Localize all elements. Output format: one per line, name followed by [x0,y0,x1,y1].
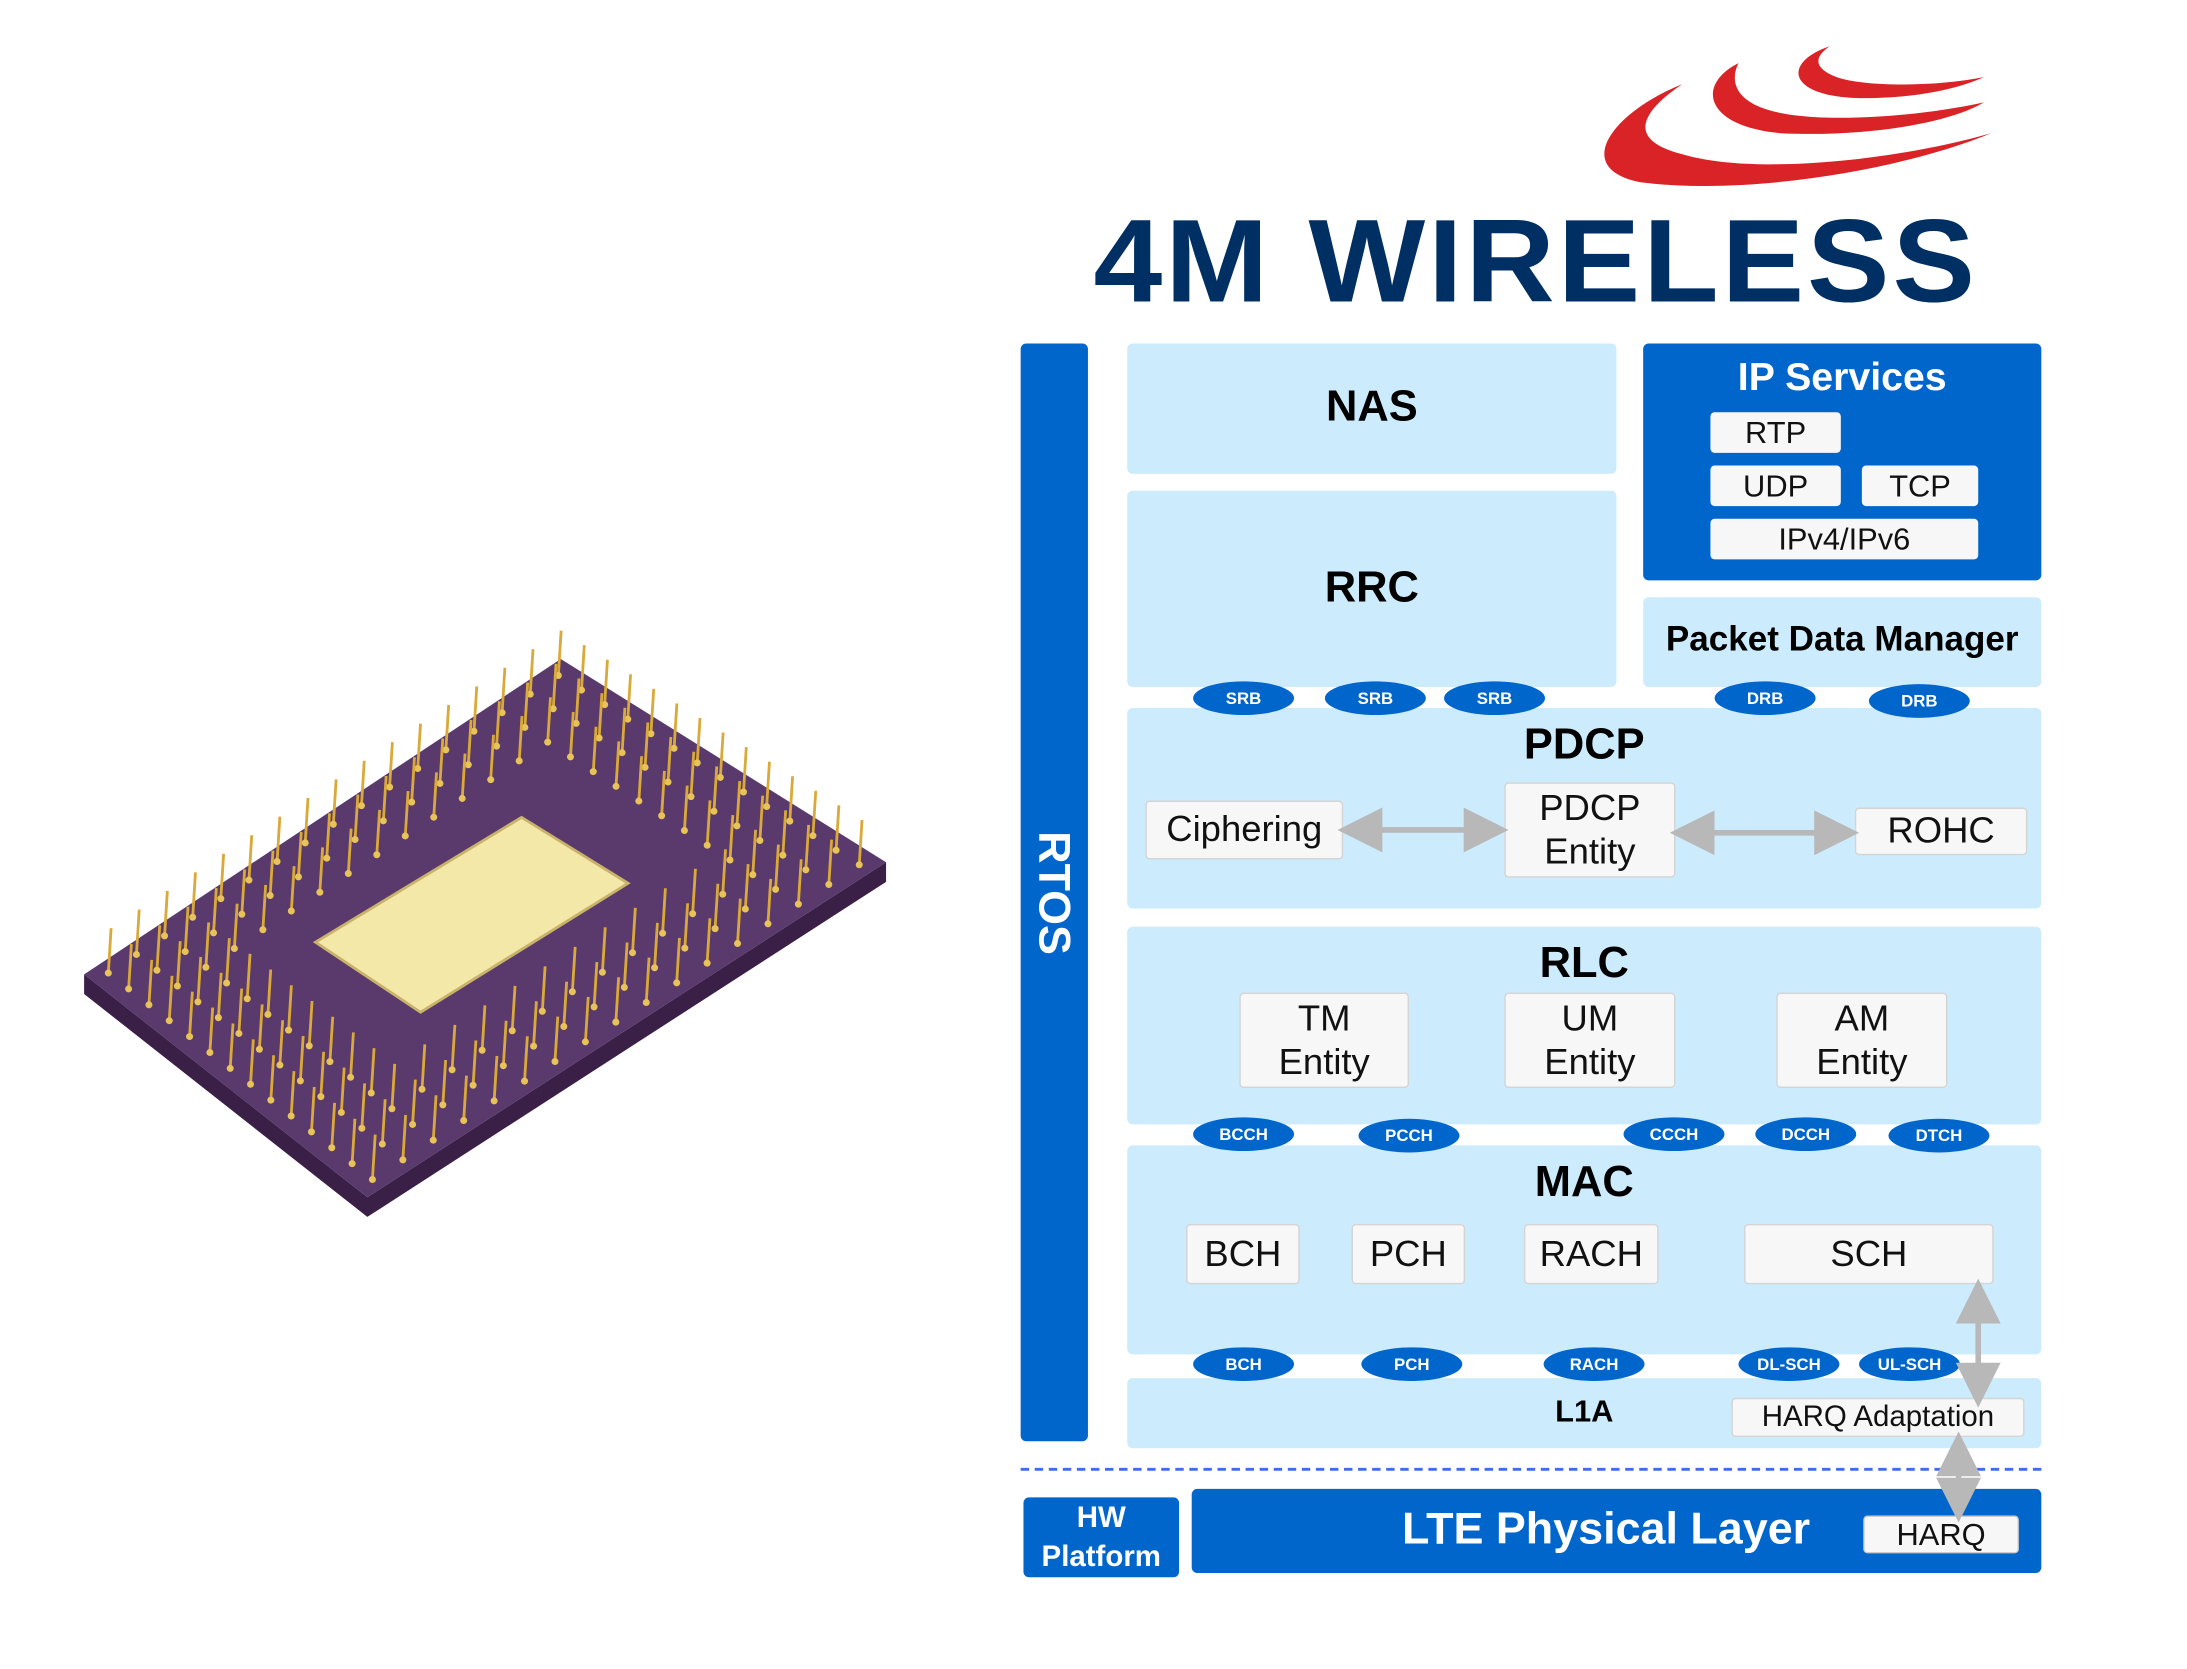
rrc-label: RRC [1324,562,1419,612]
packet-data-manager-label: Packet Data Manager [1665,619,2019,659]
drb-oval: DRB [1714,681,1816,716]
rtp-box: RTP [1710,412,1841,453]
drb-oval: DRB [1868,684,1970,718]
nas-block: NAS [1127,343,1617,474]
mac-title: MAC [1534,1156,1634,1206]
mac-rach-box: RACH [1523,1223,1659,1285]
srb-oval: SRB [1193,681,1295,716]
nas-label: NAS [1325,381,1418,431]
pdcp-title: PDCP [1523,719,1645,769]
logo-swoosh-icon [1604,46,1991,186]
dl-sch-oval: DL-SCH [1738,1347,1840,1381]
bcch-oval: BCCH [1193,1117,1295,1152]
srb-oval: SRB [1324,681,1426,716]
lte-physical-layer-label: LTE Physical Layer [1402,1502,1811,1554]
dcch-oval: DCCH [1755,1117,1857,1152]
rohc-box: ROHC [1854,807,2028,856]
am-entity-box: AM Entity [1776,992,1948,1088]
rrc-block: RRC [1127,490,1617,687]
mac-bch-box: BCH [1186,1223,1300,1285]
pcch-oval: PCCH [1358,1118,1460,1153]
hw-platform-label: HW Platform [1041,1501,1161,1573]
packet-data-manager-block: Packet Data Manager [1643,597,2042,687]
ipv4-ipv6-box: IPv4/IPv6 [1710,518,1979,560]
hw-platform-block: HW Platform [1023,1497,1180,1578]
dtch-oval: DTCH [1888,1118,1990,1153]
um-entity-box: UM Entity [1504,992,1676,1088]
pdcp-entity-box: PDCP Entity [1504,782,1676,878]
ccch-oval: CCCH [1623,1117,1725,1152]
pch-oval: PCH [1361,1347,1463,1381]
rlc-title: RLC [1539,937,1629,988]
mac-pch-box: PCH [1351,1223,1466,1285]
ip-services-title: IP Services [1737,354,1947,399]
rach-oval: RACH [1543,1347,1645,1381]
l1a-title: L1A [1555,1393,1614,1429]
mac-sch-box: SCH [1744,1223,1994,1285]
bch-oval: BCH [1193,1347,1295,1381]
tm-entity-box: TM Entity [1239,992,1410,1088]
hw-sw-divider [1020,1467,2042,1471]
ciphering-box: Ciphering [1145,800,1344,860]
rtos-bar: RTOS [1020,343,1088,1442]
cpu-chip-icon [84,630,887,1217]
logo-text: 4M WIRELESS [1093,194,1978,327]
ul-sch-oval: UL-SCH [1859,1347,1960,1381]
udp-box: UDP [1710,465,1841,507]
srb-oval: SRB [1444,681,1546,716]
tcp-box: TCP [1861,465,1979,507]
